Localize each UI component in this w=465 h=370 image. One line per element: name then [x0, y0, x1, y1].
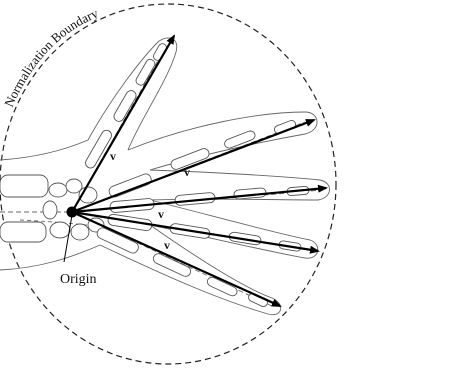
boundary-label: Normalization Boundary: [1, 5, 101, 109]
normalization-boundary: [0, 4, 336, 364]
origin-leader-line: [64, 215, 72, 262]
origin-label: Origin: [60, 272, 97, 287]
finger-vectors: [72, 36, 326, 306]
vector-label-4: v: [164, 238, 170, 252]
vector-label-3: v: [158, 207, 164, 221]
vector-label-2: v: [184, 165, 190, 179]
vector-label-1: v: [110, 149, 116, 163]
